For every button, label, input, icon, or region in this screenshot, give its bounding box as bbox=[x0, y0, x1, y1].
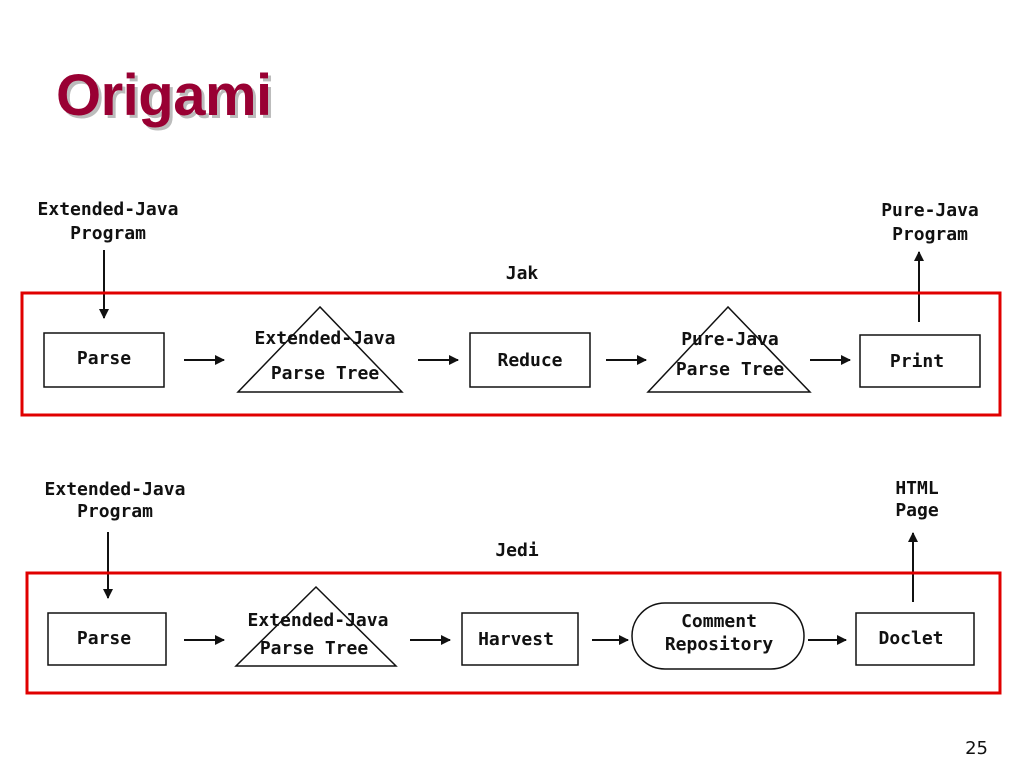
jak-tree1-label-line2: Parse Tree bbox=[271, 363, 380, 384]
jedi-repository-label-line1: Comment bbox=[681, 611, 757, 632]
jak-input-label-line1: Extended-Java bbox=[38, 199, 179, 220]
jedi-parse-label: Parse bbox=[77, 628, 131, 649]
jedi-input-label-line2: Program bbox=[77, 501, 153, 522]
jak-parse-box bbox=[43, 332, 165, 388]
jedi-output-label-line1: HTML bbox=[895, 478, 939, 499]
slide-title: Origami bbox=[56, 63, 272, 128]
jedi-pipeline: Extended-Java Program Jedi HTML Page Par… bbox=[25, 478, 1002, 695]
jak-tree2-label-line1: Pure-Java bbox=[681, 329, 779, 350]
jedi-tree1-triangle bbox=[234, 585, 398, 667]
jedi-tree1-label-line1: Extended-Java bbox=[248, 610, 389, 631]
jedi-label: Jedi bbox=[495, 540, 539, 561]
jedi-doclet-label: Doclet bbox=[878, 628, 943, 649]
jedi-output-label-line2: Page bbox=[895, 500, 939, 521]
jak-label: Jak bbox=[506, 263, 539, 284]
jak-tree1-triangle bbox=[236, 305, 404, 393]
jak-print-box bbox=[859, 334, 981, 388]
jedi-harvest-box bbox=[461, 612, 579, 666]
jak-tree1-label-line1: Extended-Java bbox=[255, 328, 396, 349]
jak-print-label: Print bbox=[890, 351, 944, 372]
jak-output-label-line2: Program bbox=[892, 224, 968, 245]
jak-pipeline: Extended-Java Program Jak Pure-Java Prog… bbox=[20, 199, 1002, 417]
jak-reduce-label: Reduce bbox=[497, 350, 562, 371]
jedi-input-label-line1: Extended-Java bbox=[45, 479, 186, 500]
jedi-doclet-box bbox=[855, 612, 975, 666]
jak-parse-label: Parse bbox=[77, 348, 131, 369]
jedi-parse-box bbox=[47, 612, 167, 666]
jak-reduce-box bbox=[469, 332, 591, 388]
jedi-frame bbox=[25, 571, 1002, 695]
jak-tree2-label-line2: Parse Tree bbox=[676, 359, 785, 380]
jak-output-label-line1: Pure-Java bbox=[881, 200, 979, 221]
jedi-tree1-label-line2: Parse Tree bbox=[260, 638, 369, 659]
jak-tree2-triangle bbox=[646, 305, 812, 393]
jak-input-label-line2: Program bbox=[70, 223, 146, 244]
jedi-repository-label-line2: Repository bbox=[665, 634, 774, 655]
page-number: 25 bbox=[965, 738, 988, 759]
jedi-repository-box bbox=[631, 602, 805, 670]
jak-frame bbox=[20, 291, 1002, 417]
jedi-harvest-label: Harvest bbox=[478, 629, 554, 650]
